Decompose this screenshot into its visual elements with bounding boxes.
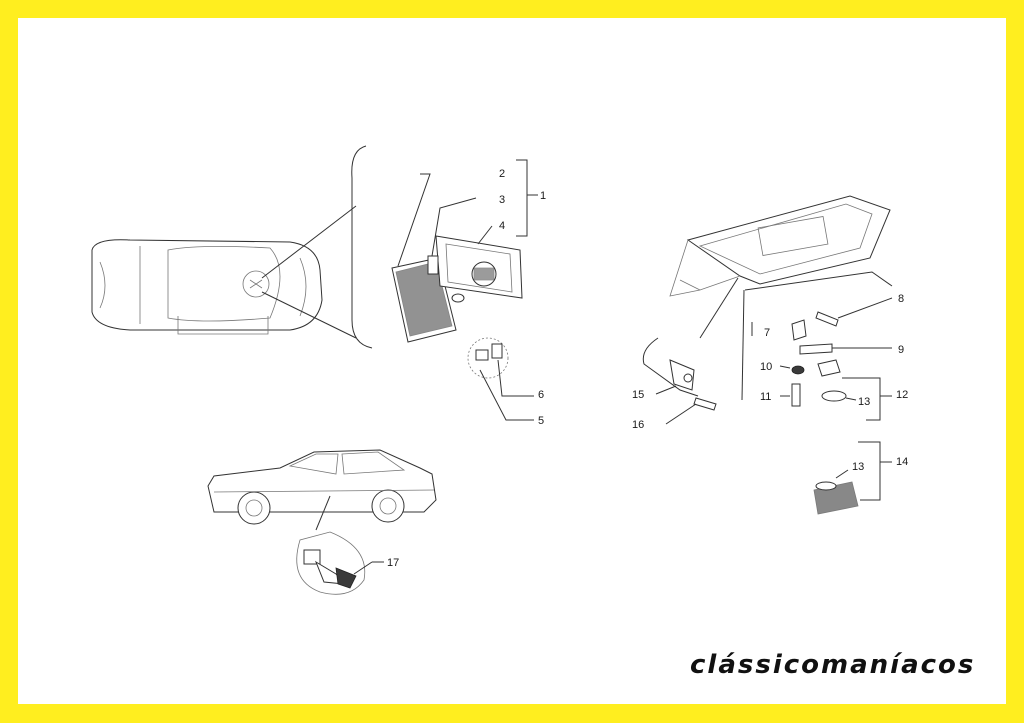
callout-4: 4 bbox=[499, 220, 505, 232]
car-side-view bbox=[207, 449, 437, 595]
callout-9: 9 bbox=[898, 344, 904, 356]
interior-lamp-assembly bbox=[391, 159, 538, 421]
callout-15: 15 bbox=[632, 389, 644, 401]
callout-13b: 13 bbox=[852, 461, 864, 473]
white-panel bbox=[18, 18, 1006, 704]
callout-10: 10 bbox=[760, 361, 772, 373]
callout-11: 11 bbox=[760, 391, 771, 403]
callout-12: 12 bbox=[896, 389, 908, 401]
callout-8: 8 bbox=[898, 293, 904, 305]
tailgate-assembly bbox=[669, 195, 893, 401]
plate-lamp-parts bbox=[642, 297, 893, 515]
callout-13a: 13 bbox=[858, 396, 870, 408]
callout-7: 7 bbox=[764, 327, 770, 339]
callout-17: 17 bbox=[387, 557, 399, 569]
callout-14: 14 bbox=[896, 456, 908, 468]
brand-logo-text: clássicomaníacos bbox=[690, 650, 976, 680]
callout-3: 3 bbox=[499, 194, 505, 206]
callout-5: 5 bbox=[538, 415, 544, 427]
callout-6: 6 bbox=[538, 389, 544, 401]
car-top-view bbox=[91, 205, 357, 339]
callout-1: 1 bbox=[540, 190, 546, 202]
zoom-bracket bbox=[351, 145, 373, 349]
callout-16: 16 bbox=[632, 419, 644, 431]
callout-2: 2 bbox=[499, 168, 505, 180]
